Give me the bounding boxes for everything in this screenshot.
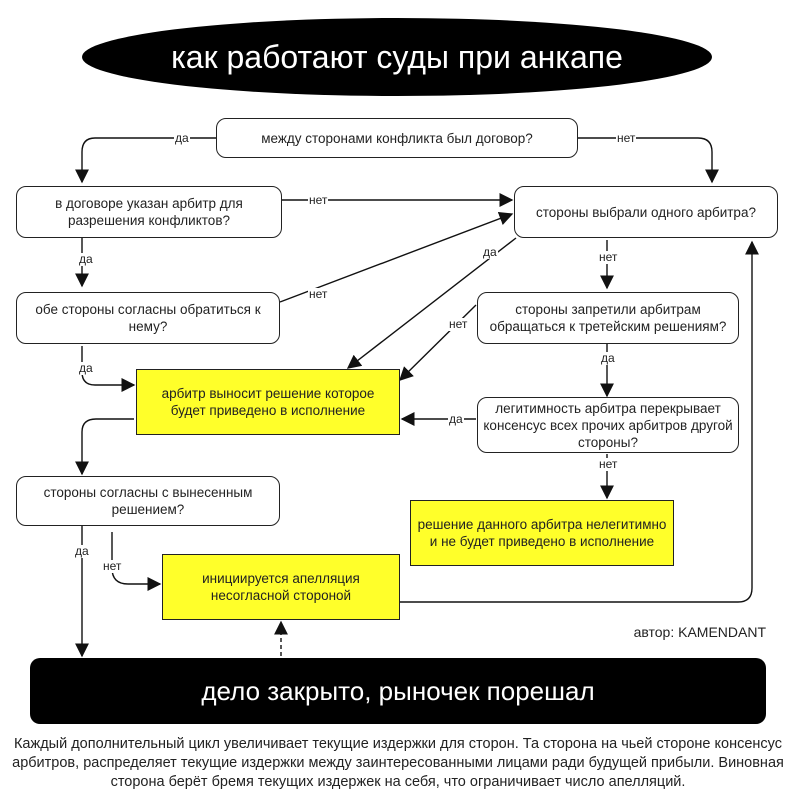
label-arbiter-yes: да [78, 252, 94, 266]
edge-accept-no [111, 532, 162, 591]
case-closed-text: дело закрыто, рыночек порешал [201, 675, 595, 706]
author-credit: автор: KAMENDANT [633, 624, 766, 640]
node-appeal: инициируется апелляция несогласной сторо… [162, 554, 400, 620]
label-legit-no: нет [598, 457, 619, 471]
node-legitimacy: легитимность арбитра перекрывает консенс… [477, 397, 739, 453]
node-accept-decision: стороны согласны с вынесенным решением? [16, 476, 280, 526]
node-both-agree: обе стороны согласны обратиться к нему? [16, 292, 280, 344]
label-agree-no: нет [308, 287, 329, 301]
page-title: как работают суды при анкапе [171, 38, 623, 75]
label-contract-no: нет [616, 131, 637, 145]
node-forbid-third-party: стороны запретили арбитрам обращаться к … [477, 292, 739, 344]
label-arbiter-no: нет [308, 193, 329, 207]
node-contract: между сторонами конфликта был договор? [216, 118, 578, 158]
edge-decision-accept [75, 418, 134, 476]
edge-agree-no [279, 211, 514, 303]
edge-contract-no [578, 137, 719, 184]
title-banner: как работают суды при анкапе [82, 18, 712, 96]
edge-contract-yes [75, 137, 216, 184]
node-arbiter-in-contract: в договоре указан арбитр для разрешения … [16, 186, 282, 238]
footnote: Каждый дополнительный цикл увеличивает т… [12, 736, 784, 790]
label-accept-yes: да [74, 544, 90, 558]
label-chose-no: нет [598, 250, 619, 264]
label-agree-yes: да [78, 361, 94, 375]
edge-chose-yes [346, 237, 517, 369]
node-chose-one-arbiter: стороны выбрали одного арбитра? [514, 186, 778, 238]
label-accept-no: нет [102, 559, 123, 573]
label-forbid-no: нет [448, 317, 469, 331]
node-illegitimate: решение данного арбитра нелегитимно и не… [410, 500, 674, 566]
label-contract-yes: да [174, 131, 190, 145]
node-case-closed: дело закрыто, рыночек порешал [30, 658, 766, 724]
edge-forbid-no [399, 304, 477, 381]
label-chose-yes: да [482, 245, 498, 259]
edge-appeal-loop [400, 240, 759, 603]
label-legit-yes: да [448, 412, 464, 426]
label-forbid-yes: да [600, 351, 616, 365]
node-decision-enforced: арбитр выносит решение которое будет при… [136, 369, 400, 435]
